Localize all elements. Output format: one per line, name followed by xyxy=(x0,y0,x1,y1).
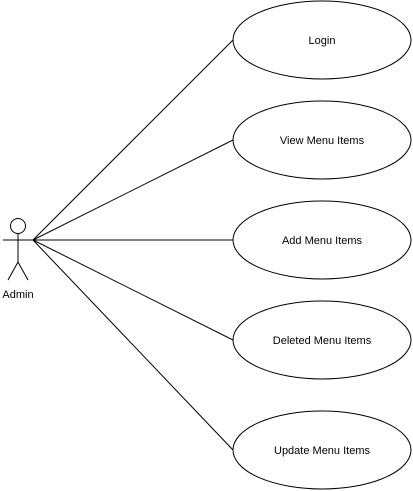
association-view-menu-items xyxy=(32,139,234,241)
actor-left-leg xyxy=(7,261,19,281)
use-case-label: Add Menu Items xyxy=(282,235,363,247)
use-case-view-menu-items[interactable]: View Menu Items xyxy=(232,100,412,180)
use-case-ellipse xyxy=(232,0,412,80)
association-login xyxy=(32,39,234,241)
use-case-ellipse xyxy=(232,100,412,180)
use-case-ellipse xyxy=(232,300,412,380)
use-case-add-menu-items[interactable]: Add Menu Items xyxy=(232,200,412,280)
use-case-ellipse xyxy=(232,410,412,490)
associations xyxy=(32,39,234,451)
use-case-label: Update Menu Items xyxy=(274,445,370,457)
use-case-deleted-menu-items[interactable]: Deleted Menu Items xyxy=(232,300,412,380)
actor-admin[interactable]: Admin xyxy=(2,218,34,302)
association-update-menu-items xyxy=(32,239,234,451)
use-case-update-menu-items[interactable]: Update Menu Items xyxy=(232,410,412,490)
actor-right-leg xyxy=(17,261,29,281)
actor-head xyxy=(10,218,26,234)
use-case-ellipse xyxy=(232,200,412,280)
association-deleted-menu-items xyxy=(32,239,234,341)
use-case-login[interactable]: Login xyxy=(232,0,412,80)
use-case-label: Deleted Menu Items xyxy=(273,335,372,347)
use-case-label: View Menu Items xyxy=(280,135,365,147)
use-case-label: Login xyxy=(309,35,336,47)
actor-label: Admin xyxy=(2,289,33,301)
